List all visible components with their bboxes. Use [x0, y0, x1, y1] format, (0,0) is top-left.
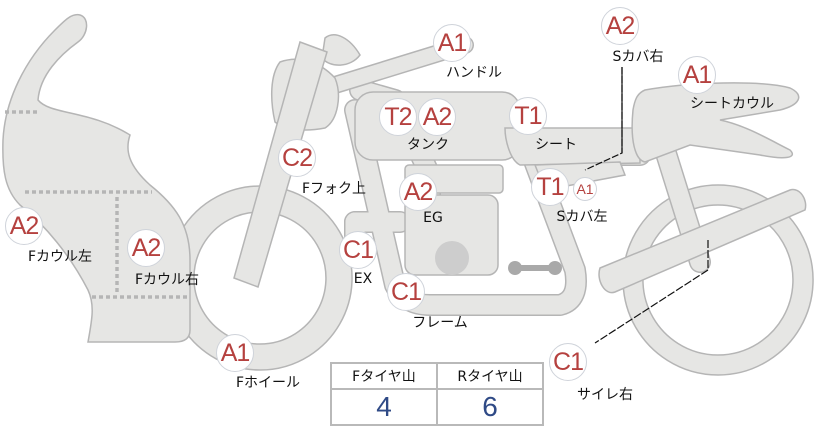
grade-badge-frame[interactable]: C1 [387, 273, 425, 311]
grade-badge-front-cowl-right[interactable]: A2 [127, 229, 165, 267]
label-engine: EG [423, 210, 443, 226]
grade-badge-front-fork[interactable]: C2 [278, 139, 316, 177]
label-front-cowl-left: Fカウル左 [27, 249, 93, 265]
label-side-cover-right: Sカバ右 [612, 49, 664, 65]
grade-badge-side-cover-right[interactable]: A2 [601, 7, 639, 45]
label-seat-cowl: シートカウル [690, 96, 774, 112]
grade-badge-side-cover-left-2[interactable]: A1 [573, 177, 597, 201]
grade-badge-tank-2[interactable]: A2 [418, 98, 456, 136]
seat-cowl [631, 82, 800, 163]
rear-tire-header: Rタイヤ山 [436, 362, 544, 390]
grade-badge-engine[interactable]: A2 [399, 173, 437, 211]
label-front-cowl-right: Fカウル右 [134, 272, 200, 288]
grade-badge-seat-cowl[interactable]: A1 [678, 56, 716, 94]
label-seat: シート [535, 137, 577, 153]
label-side-cover-left: Sカバ左 [556, 209, 608, 225]
label-tank: タンク [407, 137, 449, 153]
front-tire-value: 4 [330, 388, 438, 426]
label-silencer-right: サイレ右 [577, 387, 633, 403]
label-exhaust: EX [353, 271, 373, 287]
front-tire-header: Fタイヤ山 [330, 362, 438, 390]
rear-wheel [622, 184, 814, 376]
rear-tire-value: 6 [436, 388, 544, 426]
grade-badge-front-wheel[interactable]: A1 [216, 334, 254, 372]
muffler [598, 188, 807, 294]
tire-tread-table: Fタイヤ山 Rタイヤ山 4 6 [330, 362, 544, 426]
label-frame: フレーム [412, 315, 468, 331]
label-handlebar: ハンドル [446, 65, 502, 81]
grade-badge-exhaust[interactable]: C1 [339, 231, 377, 269]
grade-badge-front-cowl-left[interactable]: A2 [5, 207, 43, 245]
grade-badge-seat[interactable]: T1 [509, 97, 547, 135]
label-front-wheel: Fホイール [235, 375, 301, 391]
label-front-fork: Fフォク上 [301, 181, 367, 197]
grade-badge-side-cover-left-1[interactable]: T1 [531, 168, 569, 206]
grade-badge-handlebar[interactable]: A1 [433, 24, 471, 62]
grade-badge-tank-1[interactable]: T2 [379, 98, 417, 136]
front-cowl [2, 13, 191, 343]
grade-badge-silencer-right[interactable]: C1 [549, 343, 587, 381]
